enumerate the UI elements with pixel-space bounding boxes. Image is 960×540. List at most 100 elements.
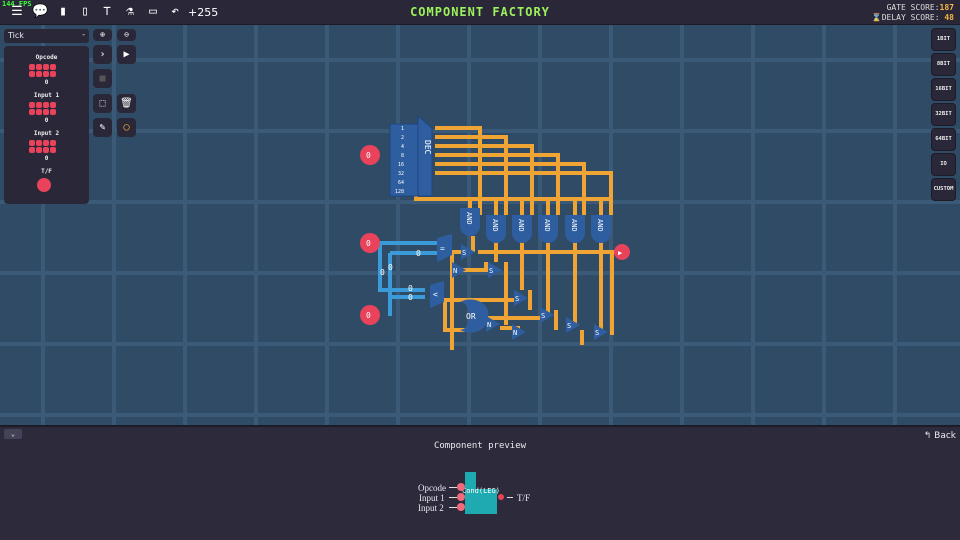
orange-wires[interactable] [414,126,615,350]
svg-text:AND: AND [543,219,551,232]
undo-icon[interactable]: ↶ [171,4,179,19]
svg-text:0: 0 [366,151,371,160]
decoder[interactable] [389,114,433,197]
delay-score-label: DELAY SCORE: [881,13,940,22]
preview-pin [457,483,465,491]
svg-text:0: 0 [366,239,371,248]
svg-text:AND: AND [465,212,473,225]
io-pins[interactable] [360,145,630,325]
preview-pin [457,493,465,501]
undo-count: +255 [188,6,219,19]
tick-select[interactable]: Tick- [4,29,89,43]
delay-score-value: 48 [944,13,954,22]
select-button[interactable]: ⬚ [93,94,112,113]
svg-text:8: 8 [401,153,404,159]
back-label: Back [934,431,956,441]
preview-pin [457,503,465,511]
component-16bit[interactable]: 16BIT [931,78,956,101]
pencil-icon[interactable]: ✎ [93,118,112,137]
tick-select-toggle: - [82,30,85,39]
or-label: OR [466,312,476,321]
pin-values: 00 00 00 00 [366,151,421,320]
output-indicator [37,178,51,192]
switches-and-nots[interactable] [452,244,608,340]
gate-letters: SS SS SS NNN [453,249,599,337]
menu-icon[interactable]: ☰ [11,4,23,19]
color-wheel-icon[interactable]: ◯ [117,118,136,137]
flask-icon[interactable]: ⚗ [126,4,134,19]
component-32bit[interactable]: 32BIT [931,103,956,126]
delay-score: ⌛DELAY SCORE: 48 [872,13,954,22]
preview-output-label: T/F [517,493,531,503]
svg-text:AND: AND [596,219,604,232]
component-1bit[interactable]: 1BIT [931,28,956,51]
comparators[interactable] [430,234,489,333]
hourglass-icon: ⌛ [871,13,882,22]
collapse-button[interactable]: ⌄ [4,429,22,439]
input-value: 0 [44,155,49,162]
svg-text:AND: AND [570,219,578,232]
trash-icon[interactable]: 🗑 [117,94,136,113]
output-label: T/F [41,168,52,175]
input1-bits[interactable] [29,102,58,115]
document-icon[interactable]: ▮ [59,4,67,19]
step-button[interactable]: › [93,45,112,64]
svg-text:AND: AND [491,219,499,232]
input-label: Input 1 [33,92,60,99]
input-label: Opcode [35,54,58,61]
preview-out-pin [498,494,504,500]
io-panel: Opcode 0 Input 1 0 Input 2 0 T/F [4,46,89,204]
play-output-icon: ▶ [618,249,623,257]
top-bar: 144 FPS ☰ 💬 ▮ ▯ ⊤ ⚗ ▭ ↶ +255 COMPONENT F… [0,0,960,25]
stop-button[interactable]: ■ [93,69,112,88]
svg-text:64: 64 [398,180,404,186]
svg-text:16: 16 [398,162,404,168]
component-8bit[interactable]: 8BIT [931,53,956,76]
component-preview-body [465,489,497,514]
input-value: 0 [44,117,49,124]
preview-title: Component preview [433,441,527,451]
svg-text:0: 0 [408,293,413,302]
svg-text:N: N [487,321,491,329]
svg-text:0: 0 [380,268,385,277]
preview-pin-label: Input 2 [418,503,444,513]
hierarchy-icon[interactable]: ⊤ [103,4,111,19]
component-64bit[interactable]: 64BIT [931,128,956,151]
svg-text:1: 1 [401,126,404,132]
svg-text:S: S [515,295,519,303]
opcode-bits[interactable] [29,64,58,77]
component-io[interactable]: IO [931,153,956,176]
back-arrow-icon: ↰ [923,431,935,441]
svg-text:S: S [462,249,466,257]
zoom-out-button[interactable]: ⊖ [117,29,136,41]
and-gates[interactable] [460,208,611,243]
svg-text:2: 2 [401,135,404,141]
svg-text:32: 32 [398,171,404,177]
svg-text:0: 0 [416,249,421,258]
decoder-label: DEC [423,140,432,155]
svg-text:N: N [513,329,517,337]
svg-text:S: S [567,322,571,330]
tray-icon[interactable]: ▭ [149,4,157,19]
zoom-in-button[interactable]: ⊕ [93,29,112,41]
preview-pin-label: Opcode [418,483,446,493]
component-name: Cond(LEG) [462,487,500,495]
bottom-panel: ⌄ ↰ Back Component preview Cond(LEG) Opc… [0,425,960,540]
lt-label: < [433,290,438,299]
blue-wires[interactable] [378,241,440,316]
svg-text:4: 4 [401,144,404,150]
back-button[interactable]: ↰ Back [924,431,956,441]
book-icon[interactable]: ▯ [81,4,89,19]
and-labels: AND AND AND AND AND AND [465,212,604,232]
component-custom[interactable]: CUSTOM [931,178,956,201]
svg-text:S: S [541,312,545,320]
comment-icon[interactable]: 💬 [32,4,49,19]
input2-bits[interactable] [29,140,58,153]
play-button[interactable]: ▶ [117,45,136,64]
input-label: Input 2 [33,130,60,137]
eq-label: = [440,244,445,253]
circuit-canvas[interactable] [0,25,960,425]
svg-text:N: N [453,267,457,275]
